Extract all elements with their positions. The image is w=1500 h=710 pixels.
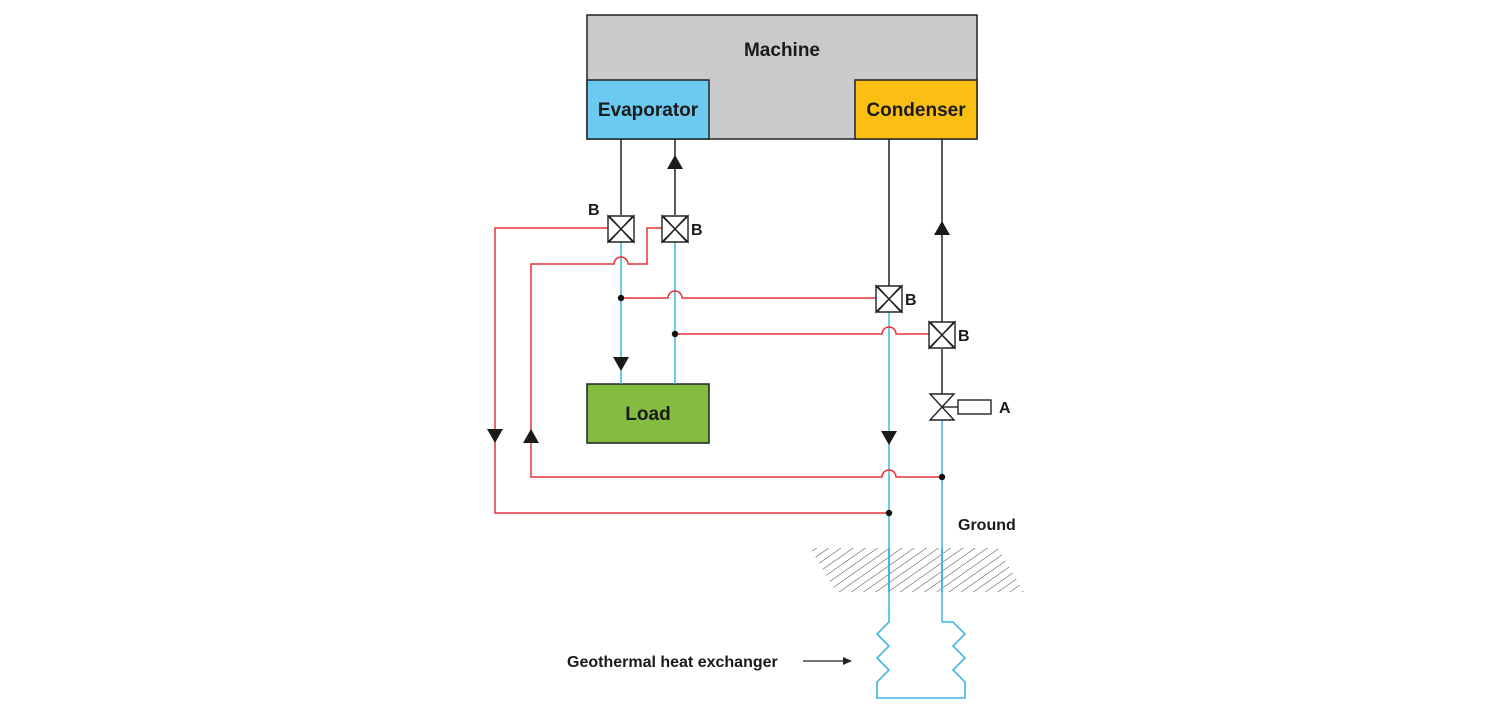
condenser-label: Condenser — [866, 100, 966, 121]
load-label: Load — [625, 404, 670, 425]
arrow-up-condenser-supply — [934, 221, 950, 235]
valve-a-actuated — [928, 393, 992, 421]
arrow-up-inner-loop — [523, 429, 539, 443]
arrow-up-evaporator-return — [667, 155, 683, 169]
valve-b-label-3: B — [905, 292, 917, 309]
valve-b-label-4: B — [958, 328, 970, 345]
valve-b-condenser-return — [928, 320, 956, 350]
machine-label: Machine — [744, 40, 820, 61]
red-pipes — [494, 227, 942, 514]
ground-hatch — [810, 548, 1024, 592]
evaporator-box: Evaporator — [586, 79, 710, 140]
geothermal-heat-exchanger-loop — [875, 610, 967, 699]
flow-arrows — [487, 155, 950, 445]
pointer-arrow-icon — [843, 657, 852, 665]
arrow-down-ground-supply — [881, 431, 897, 445]
black-pipes — [620, 139, 943, 394]
junction-dots — [617, 294, 946, 517]
evaporator-label: Evaporator — [598, 100, 699, 121]
valve-b-evaporator-supply — [607, 214, 635, 244]
valve-b-label-1: B — [588, 202, 600, 219]
valve-b-label-2: B — [691, 222, 703, 239]
valve-b-condenser-supply — [875, 284, 903, 314]
valve-a-label: A — [999, 400, 1011, 417]
arrow-down-load-supply — [613, 357, 629, 371]
condenser-box: Condenser — [854, 79, 978, 140]
load-box: Load — [586, 383, 710, 444]
ground-label: Ground — [958, 517, 1016, 534]
geothermal-annotation: Geothermal heat exchanger — [567, 654, 852, 671]
valve-b-evaporator-return — [661, 214, 689, 244]
geothermal-label: Geothermal heat exchanger — [567, 654, 778, 671]
arrow-down-outer-loop — [487, 429, 503, 443]
